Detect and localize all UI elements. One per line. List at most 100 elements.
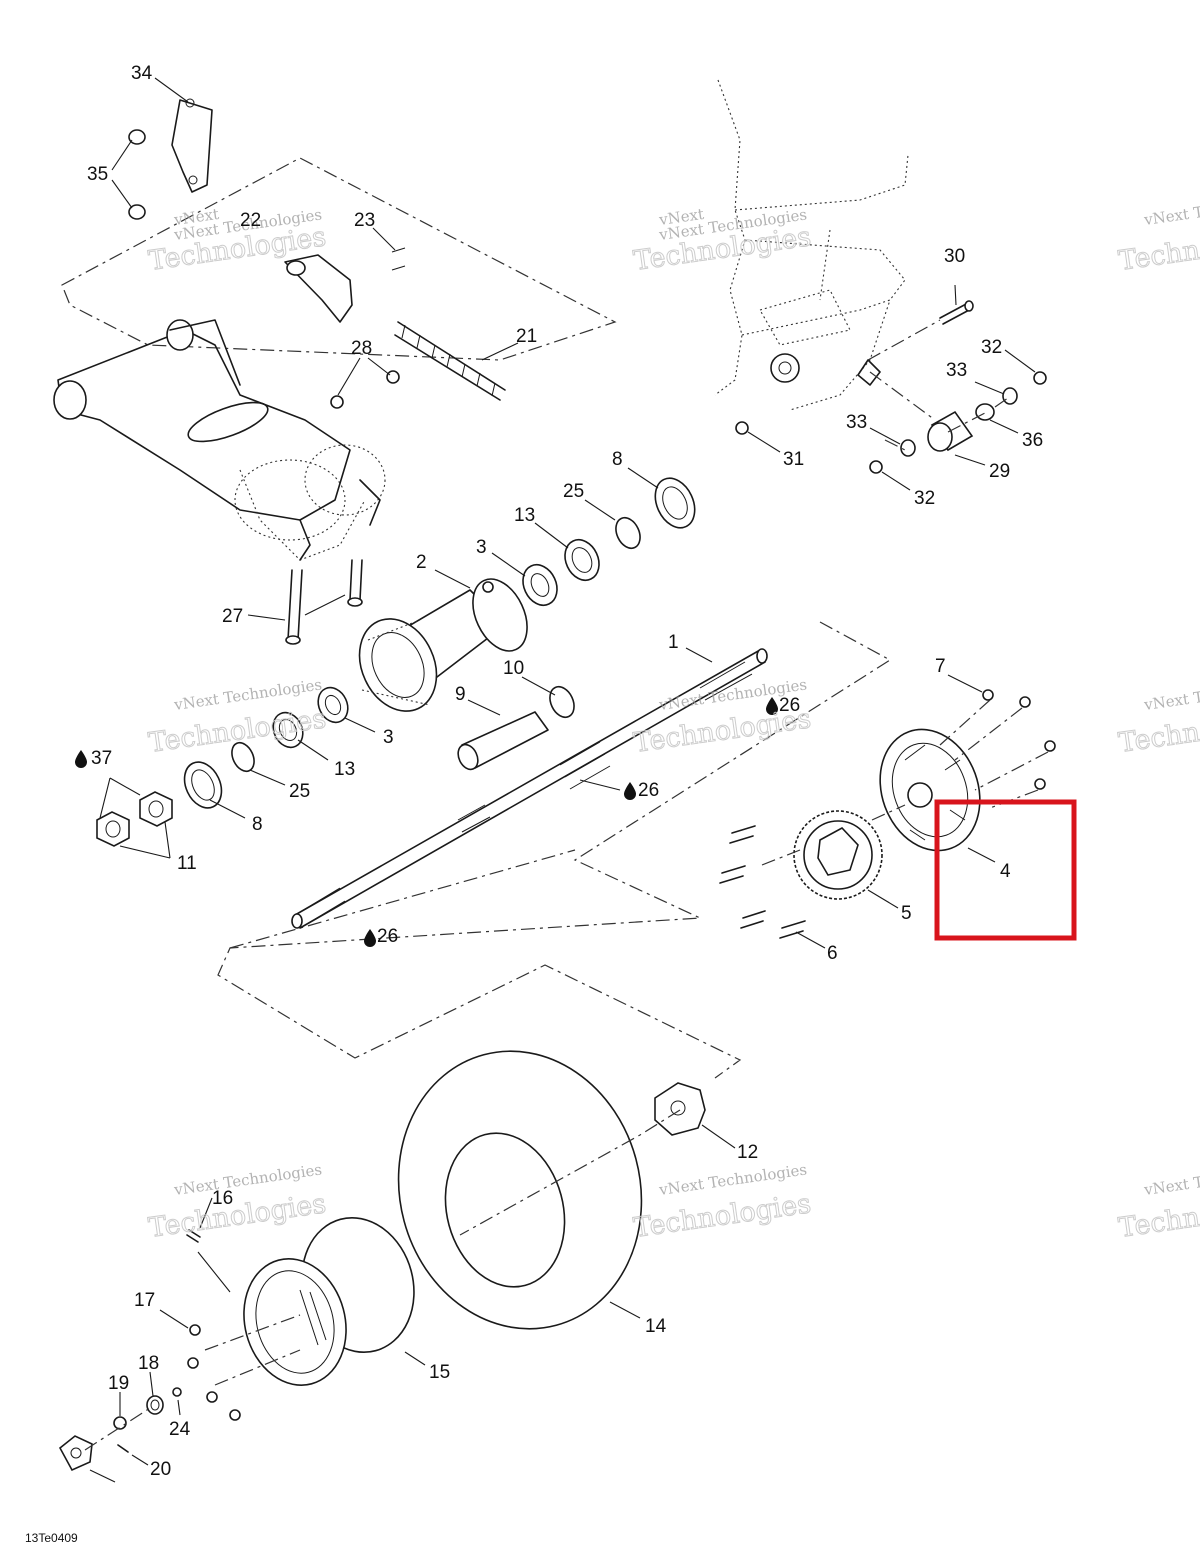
callout-25: 25: [289, 781, 310, 802]
bearing-3-upper: [522, 564, 558, 606]
callout-5: 5: [901, 903, 912, 924]
assembly-outlines: [61, 157, 892, 1079]
watermark-top-right: vNext Technologies Technologies: [1116, 190, 1200, 277]
watermark-mid-center: vNext Technologies Technologies: [631, 675, 813, 759]
callout-35: 35: [87, 164, 108, 185]
callout-24: 24: [169, 1419, 191, 1440]
svg-text:vNext Technologies: vNext Technologies: [1142, 675, 1200, 714]
callout-20: 20: [150, 1459, 171, 1480]
oil-drop-icon: [624, 782, 636, 800]
washer-24: [172, 1387, 182, 1397]
callout-21: 21: [516, 326, 537, 347]
callout-32: 32: [914, 488, 935, 509]
leader-lines: [89, 77, 1036, 1483]
rear-axle-1: [291, 648, 768, 929]
callout-3: 3: [476, 537, 487, 558]
tire-14: [397, 1050, 643, 1330]
castle-nut-19: [113, 1416, 127, 1430]
callout-2: 2: [416, 552, 427, 573]
bearing-3-lower: [317, 686, 349, 724]
callout-8: 8: [612, 449, 623, 470]
watermark-bottom-center: vNext Technologies Technologies: [631, 1160, 813, 1244]
callout-13: 13: [334, 759, 355, 780]
assembly-axis-lines: [84, 319, 1049, 1451]
sprocket-hub-4: [879, 728, 981, 852]
ring-25-lower: [231, 741, 255, 773]
callout-16: 16: [212, 1188, 233, 1209]
callout-3: 3: [383, 727, 394, 748]
callout-26: 26: [638, 780, 659, 801]
callout-19: 19: [108, 1373, 129, 1394]
oil-drop-icon: [364, 929, 376, 947]
callout-26: 26: [779, 695, 800, 716]
callout-6: 6: [827, 943, 838, 964]
callout-22: 22: [240, 210, 261, 231]
wheel-nuts-17: [187, 1324, 241, 1421]
watermark-bottom-right: vNext Technologies Technologies: [1116, 1160, 1200, 1244]
bracket-34: [128, 98, 213, 220]
svg-text:Technologies: Technologies: [1117, 221, 1200, 277]
svg-text:Technologies: Technologies: [147, 1188, 328, 1244]
callout-13: 13: [514, 505, 535, 526]
bolts-6: [719, 825, 806, 939]
rim-15: [243, 1216, 415, 1386]
sprocket-5: [793, 810, 883, 900]
callout-1: 1: [668, 632, 679, 653]
bushing-36: [975, 403, 995, 421]
nuts-28: [330, 370, 400, 409]
callout-10: 10: [503, 658, 524, 679]
seal-8-upper: [654, 477, 696, 529]
svg-text:Technologies: Technologies: [147, 703, 328, 759]
ring-25-upper: [615, 516, 641, 550]
callout-14: 14: [645, 1316, 667, 1337]
svg-text:vNext Technologies: vNext Technologies: [1142, 1160, 1200, 1199]
nuts-11: [96, 791, 173, 847]
callout-23: 23: [354, 210, 375, 231]
callout-36: 36: [1022, 430, 1043, 451]
swing-arm: [53, 319, 386, 561]
callout-11: 11: [177, 853, 197, 874]
callout-26: 26: [377, 926, 398, 947]
callout-8: 8: [252, 814, 263, 835]
callout-33: 33: [846, 412, 867, 433]
callout-29: 29: [989, 461, 1010, 482]
seal-8-lower: [183, 761, 223, 809]
callout-18: 18: [138, 1353, 159, 1374]
valve-16: [186, 1229, 201, 1243]
ring-10: [549, 685, 575, 719]
callout-37: 37: [91, 748, 112, 769]
callout-9: 9: [455, 684, 466, 705]
oil-drop-icon: [75, 750, 87, 768]
watermark-mid-right: vNext Technologies Technologies: [1116, 675, 1200, 759]
washers-33: [900, 387, 1018, 457]
callout-30: 30: [944, 246, 965, 267]
nuts-31-32: [735, 371, 1047, 474]
mount-bolt-30: [939, 300, 974, 325]
bolts-27: [285, 559, 363, 645]
bearing-housing-2: [358, 578, 528, 712]
bearing-13-upper: [564, 539, 600, 581]
callout-labels: 1 2 3 3 4 5 6 7 8 8 9 10 11 12 13 13 14 …: [87, 63, 1043, 1480]
callout-17: 17: [134, 1290, 155, 1311]
hub-cap-38: [58, 1435, 93, 1472]
wheel-hub-12: [654, 1082, 706, 1136]
watermark-top-center: vNext vNext Technologies Technologies: [631, 205, 813, 278]
chain-guide-22: [284, 247, 406, 323]
callout-15: 15: [429, 1362, 450, 1383]
eccentric-29: [927, 410, 974, 452]
svg-text:vNext Technologies: vNext Technologies: [1142, 190, 1200, 229]
callout-32: 32: [981, 337, 1002, 358]
callout-33: 33: [946, 360, 967, 381]
washer-18: [146, 1395, 164, 1415]
cotter-pin-20: [117, 1444, 129, 1453]
callout-27: 27: [222, 606, 243, 627]
bearing-13-lower: [272, 711, 304, 749]
spacer-9: [457, 711, 549, 771]
highlight-box-part-4: [934, 799, 1077, 941]
watermark-bottom-left: vNext Technologies Technologies: [146, 1160, 328, 1244]
callout-25: 25: [563, 481, 584, 502]
svg-text:Technologies: Technologies: [632, 1188, 813, 1244]
callout-7: 7: [935, 656, 946, 677]
watermark-mid-left: vNext Technologies Technologies: [146, 675, 328, 759]
